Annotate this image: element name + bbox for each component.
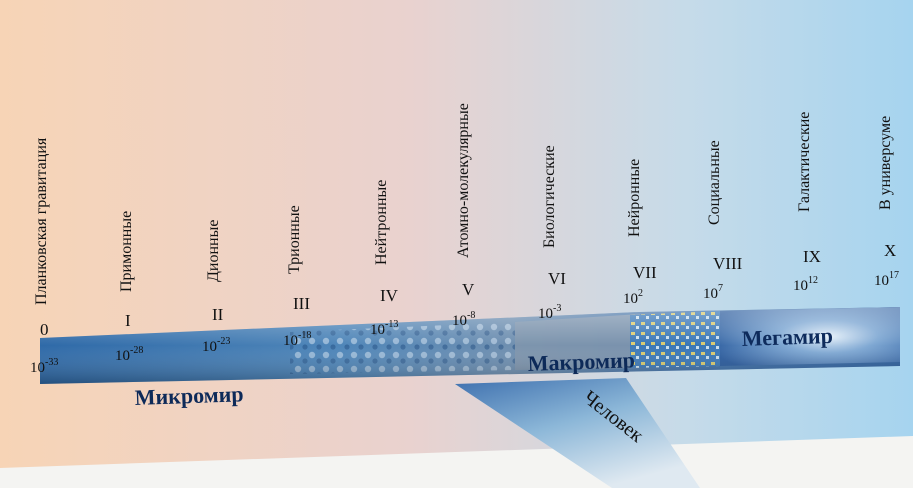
level-roman-numeral: II (212, 305, 224, 324)
macromir-label: Макромир (527, 347, 635, 376)
level-roman-numeral: IV (380, 286, 399, 305)
level-roman-numeral: 0 (40, 320, 49, 339)
level-name: Планковская гравитация (33, 137, 50, 305)
level-roman-numeral: I (125, 311, 131, 330)
level-roman-numeral: III (293, 294, 310, 313)
level-name: Нейронные (626, 159, 643, 237)
level-name: Атомно-молекулярные (455, 103, 472, 258)
level-roman-numeral: VII (633, 263, 657, 282)
micromir-label: Микромир (134, 381, 244, 410)
megamir-label: Мегамир (741, 323, 833, 351)
level-name: Примонные (118, 211, 135, 292)
level-name: Биологические (541, 145, 558, 248)
level-name: Дионные (205, 220, 222, 282)
level-name: В универсуме (877, 116, 894, 210)
level-roman-numeral: X (884, 241, 896, 260)
level-name: Нейтронные (373, 180, 390, 265)
level-name: Социальные (706, 140, 723, 225)
level-name: Трионные (286, 205, 303, 274)
level-roman-numeral: VI (548, 269, 566, 288)
level-name: Галактические (796, 112, 813, 212)
level-roman-numeral: IX (803, 247, 821, 266)
level-roman-numeral: VIII (713, 254, 743, 273)
level-roman-numeral: V (462, 280, 475, 299)
